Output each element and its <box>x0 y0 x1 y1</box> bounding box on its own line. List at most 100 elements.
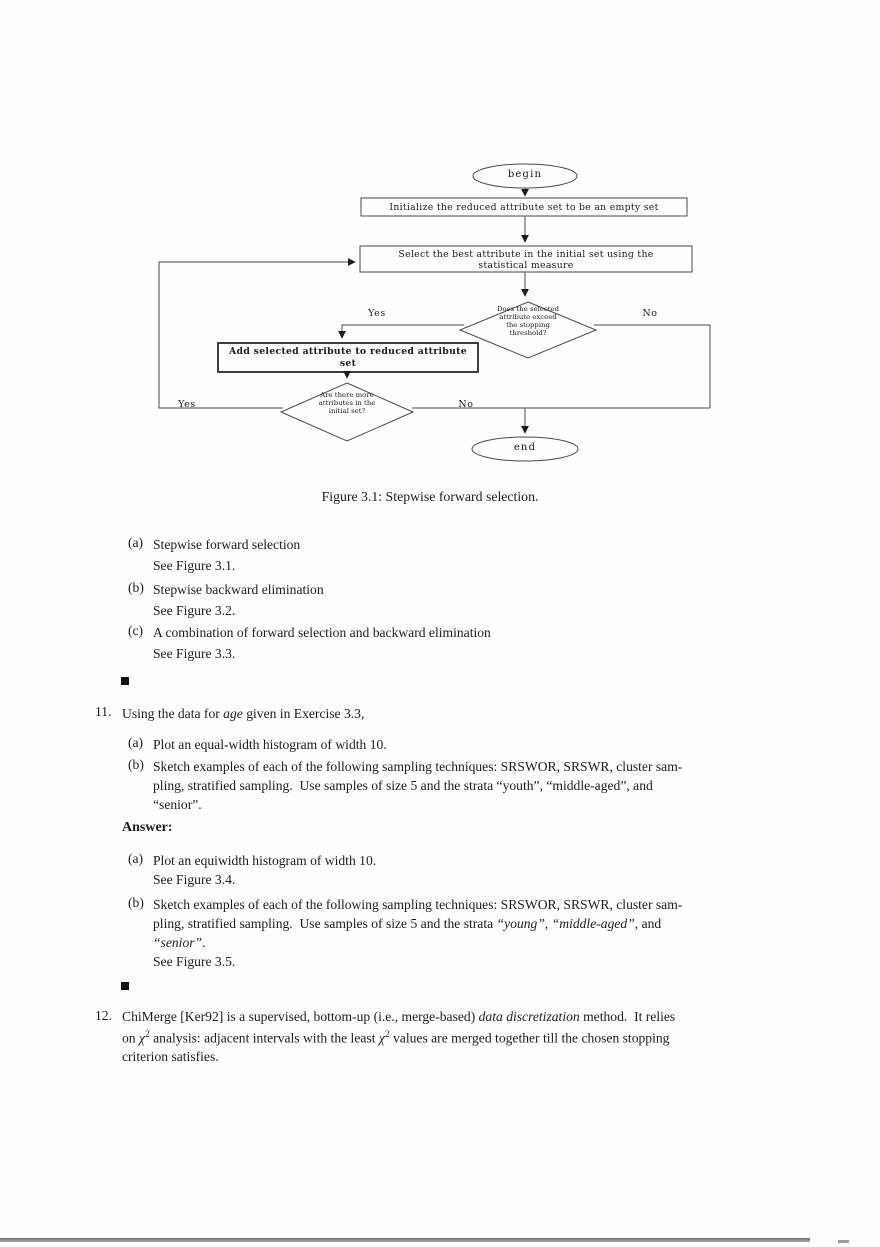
add-box-label: Add selected attribute to reduced attrib… <box>218 346 478 369</box>
q12-line3: criterion satisfies. <box>122 1048 219 1064</box>
q11-intro-em: age <box>223 706 243 721</box>
item-c-content: A combination of forward selection and b… <box>153 623 491 664</box>
q12-line1-post: method. It relies <box>579 1009 676 1024</box>
q11-intro-pre: Using the data for <box>122 706 224 721</box>
q11-intro-post: given in Exercise 3.3, <box>242 706 365 721</box>
question-12-content: ChiMerge [Ker92] is a supervised, bottom… <box>122 1008 675 1066</box>
ansb-line2-sep: , <box>544 916 552 931</box>
q11-ans-b-label: (b) <box>128 895 144 910</box>
init-box <box>360 197 688 217</box>
add-box-line1: Add selected attribute to reduced attrib… <box>229 346 467 357</box>
threshold-line2: attribute exceed <box>499 312 557 321</box>
q11-b-line3: “senior”. <box>153 797 202 812</box>
no-branch-label: No <box>642 308 658 319</box>
q11-b-line2: pling, stratified sampling. Use samples … <box>153 778 653 793</box>
item-a-content: Stepwise forward selection See Figure 3.… <box>153 535 300 576</box>
end-ellipse <box>471 436 579 462</box>
end-label: end <box>513 442 537 453</box>
q11-ans-b-content: Sketch examples of each of the following… <box>153 895 682 971</box>
q11-a-label: (a) <box>128 735 144 750</box>
ansb-line3-em: “senior” <box>153 935 203 950</box>
q11-ans-b-line2: pling, stratified sampling. Use samples … <box>153 914 682 933</box>
q12-line2: on χ2 analysis: adjacent intervals with … <box>122 1026 675 1048</box>
q11-ans-a-label: (a) <box>128 851 144 866</box>
chi-symbol: χ <box>139 1030 145 1046</box>
q11-b-content: Sketch examples of each of the following… <box>153 757 682 814</box>
yes-branch-line <box>338 324 464 339</box>
question-11: 11. Using the data for age given in Exer… <box>95 704 815 723</box>
figure-caption: Figure 3.1: Stepwise forward selection. <box>321 489 539 504</box>
q11-item-a: (a) Plot an equal-width histogram of wid… <box>128 735 818 754</box>
q11-item-b: (b) Sketch examples of each of the follo… <box>128 757 818 814</box>
item-c-see: See Figure 3.3. <box>153 645 236 661</box>
begin-label: begin <box>507 169 543 180</box>
q12-line2-pre: on <box>122 1030 139 1046</box>
question-12-number: 12. <box>95 1008 112 1023</box>
ansb-line2-em1: “young” <box>496 916 545 931</box>
item-a-text: Stepwise forward selection <box>153 537 301 552</box>
item-c-text: A combination of forward selection and b… <box>153 625 491 640</box>
ansb-line2-post: , and <box>634 916 662 931</box>
item-b-text: Stepwise backward elimination <box>153 582 324 597</box>
q12-line1: ChiMerge [Ker92] is a supervised, bottom… <box>122 1008 675 1026</box>
select-box-line2: statistical measure <box>478 260 574 271</box>
more-line1: Are there more <box>320 391 374 399</box>
no-loop-label: No <box>458 399 474 410</box>
q11-ans-b-see: See Figure 3.5. <box>153 954 236 969</box>
chi-exponent-2: 2 <box>384 1030 390 1040</box>
answer-heading: Answer: <box>122 820 173 835</box>
flowchart-figure <box>158 163 711 462</box>
q11-a-text: Plot an equal-width histogram of width 1… <box>153 737 387 752</box>
item-a-label: (a) <box>128 535 144 550</box>
q11-ans-a-see: See Figure 3.4. <box>153 872 236 887</box>
list-item-b: (b) Stepwise backward elimination See Fi… <box>128 580 818 621</box>
item-a-see: See Figure 3.1. <box>153 557 236 573</box>
more-diamond <box>279 382 415 442</box>
qed-square <box>121 677 129 685</box>
ansb-line3-post: . <box>202 935 206 950</box>
more-line2: attributes in the <box>318 398 376 407</box>
q12-line1-pre: ChiMerge [Ker92] is a supervised, bottom… <box>122 1009 479 1024</box>
q12-line2-mid: analysis: adjacent intervals with the le… <box>149 1030 379 1046</box>
q11-ans-b-line1: Sketch examples of each of the following… <box>153 897 683 912</box>
item-b-content: Stepwise backward elimination See Figure… <box>153 580 324 621</box>
item-c-label: (c) <box>128 623 144 638</box>
item-b-label: (b) <box>128 580 144 595</box>
q11-ans-a-text: Plot an equiwidth histogram of width 10. <box>153 853 377 868</box>
q11-ans-a-content: Plot an equiwidth histogram of width 10.… <box>153 851 376 889</box>
page-bottom-edge <box>0 1238 810 1242</box>
item-b-see: See Figure 3.2. <box>153 602 236 618</box>
question-12: 12. ChiMerge [Ker92] is a supervised, bo… <box>95 1008 815 1066</box>
list-item-a: (a) Stepwise forward selection See Figur… <box>128 535 818 576</box>
more-diamond-label: Are there more attributes in the initial… <box>277 391 417 416</box>
more-line3: initial set? <box>328 406 366 415</box>
select-box-label: Select the best attribute in the initial… <box>360 249 692 271</box>
q11-answer-a: (a) Plot an equiwidth histogram of width… <box>128 851 818 889</box>
select-box <box>359 245 693 273</box>
yes-loop-line <box>158 258 356 409</box>
ansb-line2-em2: “middle-aged” <box>551 916 635 931</box>
q12-line1-em: data discretization <box>478 1009 580 1024</box>
question-11-number: 11. <box>95 704 112 719</box>
q12-line2-post: values are merged together till the chos… <box>389 1030 670 1046</box>
yes-branch-label: Yes <box>368 308 386 319</box>
select-box-line1: Select the best attribute in the initial… <box>398 249 654 260</box>
list-item-c: (c) A combination of forward selection a… <box>128 623 818 664</box>
no-branch-line <box>594 324 711 408</box>
ansb-line2-pre: pling, stratified sampling. Use samples … <box>153 916 497 931</box>
chi-exponent: 2 <box>144 1030 150 1040</box>
add-box-line2: set <box>339 357 357 369</box>
qed-square-2 <box>121 982 129 990</box>
yes-loop-label: Yes <box>178 399 196 410</box>
chi-symbol-2: χ <box>378 1030 385 1046</box>
q11-b-label: (b) <box>128 757 144 772</box>
threshold-line4: threshold? <box>509 328 547 337</box>
init-box-label: Initialize the reduced attribute set to … <box>389 202 659 213</box>
threshold-diamond <box>458 301 598 359</box>
question-11-intro: Using the data for age given in Exercise… <box>122 704 364 723</box>
page-bottom-fragment <box>838 1240 849 1243</box>
threshold-line3: the stopping <box>506 320 550 329</box>
q11-b-line1: Sketch examples of each of the following… <box>153 759 683 774</box>
threshold-line1: Does the selected <box>497 305 559 313</box>
